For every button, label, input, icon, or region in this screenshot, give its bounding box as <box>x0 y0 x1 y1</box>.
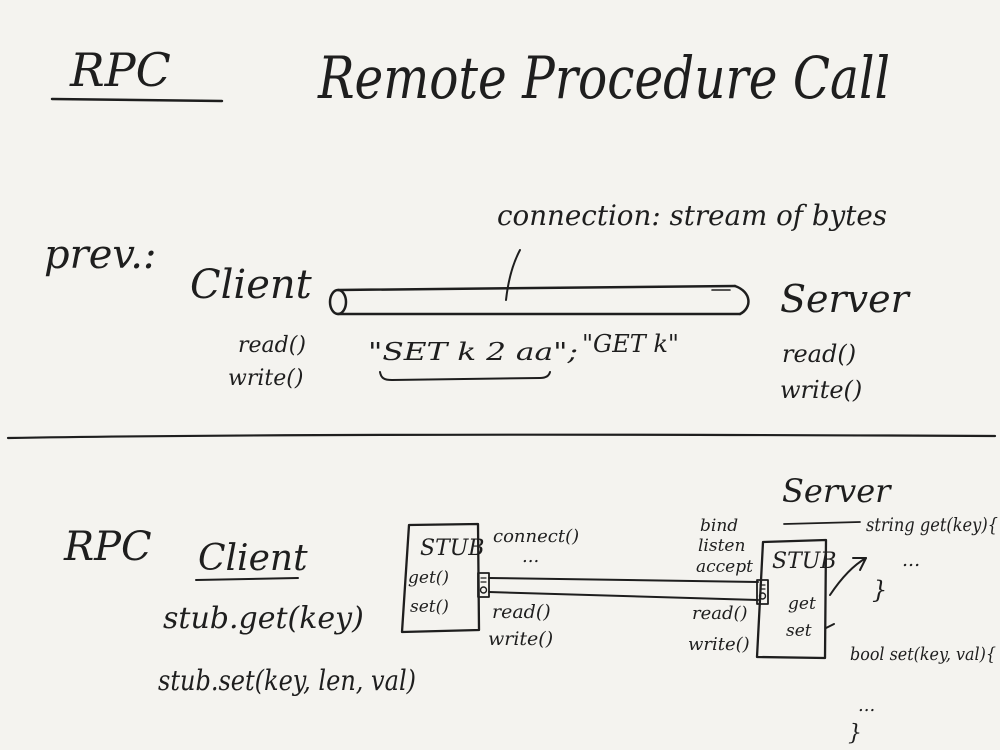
server-accept-op: accept <box>696 557 753 577</box>
dispatch-arrow-set <box>825 623 835 629</box>
rpc-server-label: Server <box>782 472 892 510</box>
set-message-bracket <box>379 371 551 381</box>
client-write-call: write() <box>488 628 553 650</box>
client-socket-plug <box>477 572 490 598</box>
get-handler-close: } <box>872 576 887 604</box>
client-read-call: read() <box>492 601 551 623</box>
prev-label: prev.: <box>44 232 156 278</box>
set-handler-body: ... <box>858 695 875 716</box>
client-connect-call: connect() <box>493 526 579 547</box>
rpc-section-label: RPC <box>63 524 152 570</box>
byte-stream-pipe <box>328 284 750 316</box>
set-handler-close: } <box>848 721 862 746</box>
server-stub-set-method: set <box>786 621 812 641</box>
set-handler-signature: bool set(key, val){ <box>850 644 996 665</box>
rpc-connection-pipe <box>488 577 759 601</box>
server-bind-op: bind <box>700 516 738 536</box>
get-handler-signature: string get(key){ <box>866 514 998 536</box>
rpc-client-underline <box>195 577 299 581</box>
client-stub-box <box>400 522 481 634</box>
prev-server-read-call: read() <box>782 340 856 368</box>
client-connect-ellipsis: ... <box>522 546 539 567</box>
get-handler-body: ... <box>902 549 920 571</box>
page-title: Remote Procedure Call <box>317 44 890 112</box>
dispatch-arrow-get <box>829 557 867 596</box>
prev-server-write-call: write() <box>780 376 862 404</box>
connection-note: connection: stream of bytes <box>497 199 887 232</box>
rpc-abbrev-heading: RPC <box>69 43 171 97</box>
server-socket-plug <box>756 579 769 605</box>
server-write-call: write() <box>688 634 750 655</box>
server-read-call: read() <box>692 603 748 624</box>
client-stub-set-method: set() <box>410 597 449 617</box>
server-stub-box <box>755 538 828 660</box>
server-stub-title: STUB <box>772 549 836 574</box>
rpc-heading-underline <box>50 97 224 103</box>
server-stub-get-method: get <box>788 594 816 614</box>
client-stub-get-method: get() <box>408 568 449 588</box>
client-stub-title: STUB <box>420 536 484 561</box>
client-set-call: stub.set(key, len, val) <box>158 664 416 697</box>
prev-server-label: Server <box>780 277 912 321</box>
prev-client-write-call: write() <box>228 366 303 391</box>
section-divider <box>6 433 997 440</box>
rpc-server-underline <box>783 521 861 525</box>
client-get-call: stub.get(key) <box>163 601 364 636</box>
rpc-client-label: Client <box>198 538 308 579</box>
set-message: "SET k 2 aa"; <box>368 338 578 366</box>
prev-client-read-call: read() <box>238 333 306 358</box>
server-listen-op: listen <box>698 536 745 556</box>
connection-note-pointer <box>505 249 521 301</box>
prev-client-label: Client <box>190 262 313 308</box>
get-message: "GET k" <box>582 330 679 358</box>
